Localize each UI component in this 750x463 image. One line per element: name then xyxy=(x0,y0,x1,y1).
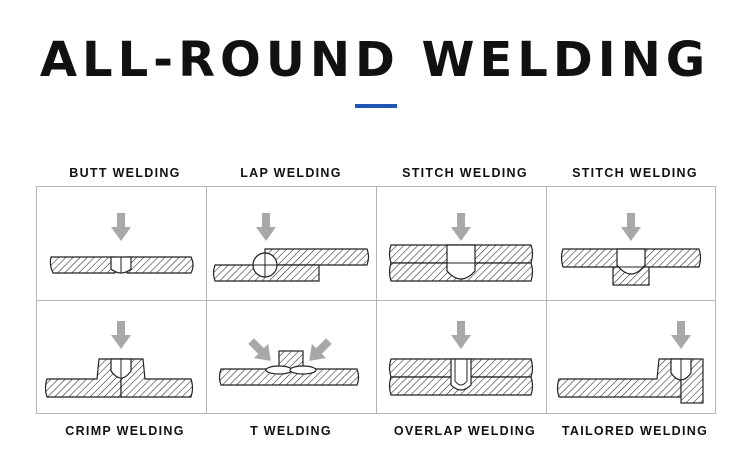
label-stitch-welding: STITCH WELDING xyxy=(402,166,528,180)
label-lap-welding: LAP WELDING xyxy=(240,166,342,180)
crimp-weld-icon xyxy=(37,301,207,415)
label-crimp-welding: CRIMP WELDING xyxy=(65,424,185,438)
grid-divider xyxy=(36,300,716,301)
stitch-weld-icon xyxy=(377,187,547,301)
lap-weld-icon xyxy=(207,187,377,301)
tailored-weld-icon xyxy=(547,301,717,415)
title-accent-bar xyxy=(355,104,397,108)
overlap-weld-icon xyxy=(377,301,547,415)
t-weld-icon xyxy=(207,301,377,415)
label-butt-welding: BUTT WELDING xyxy=(69,166,181,180)
label-stitch-welding-2: STITCH WELDING xyxy=(572,166,698,180)
label-tailored-welding: TAILORED WELDING xyxy=(561,424,709,438)
stitch-weld-2-icon xyxy=(547,187,717,301)
page-title: ALL-ROUND WELDING xyxy=(39,32,711,88)
label-t-welding: T WELDING xyxy=(250,424,332,438)
butt-weld-icon xyxy=(37,187,207,301)
label-overlap-welding: OVERLAP WELDING xyxy=(393,424,537,438)
